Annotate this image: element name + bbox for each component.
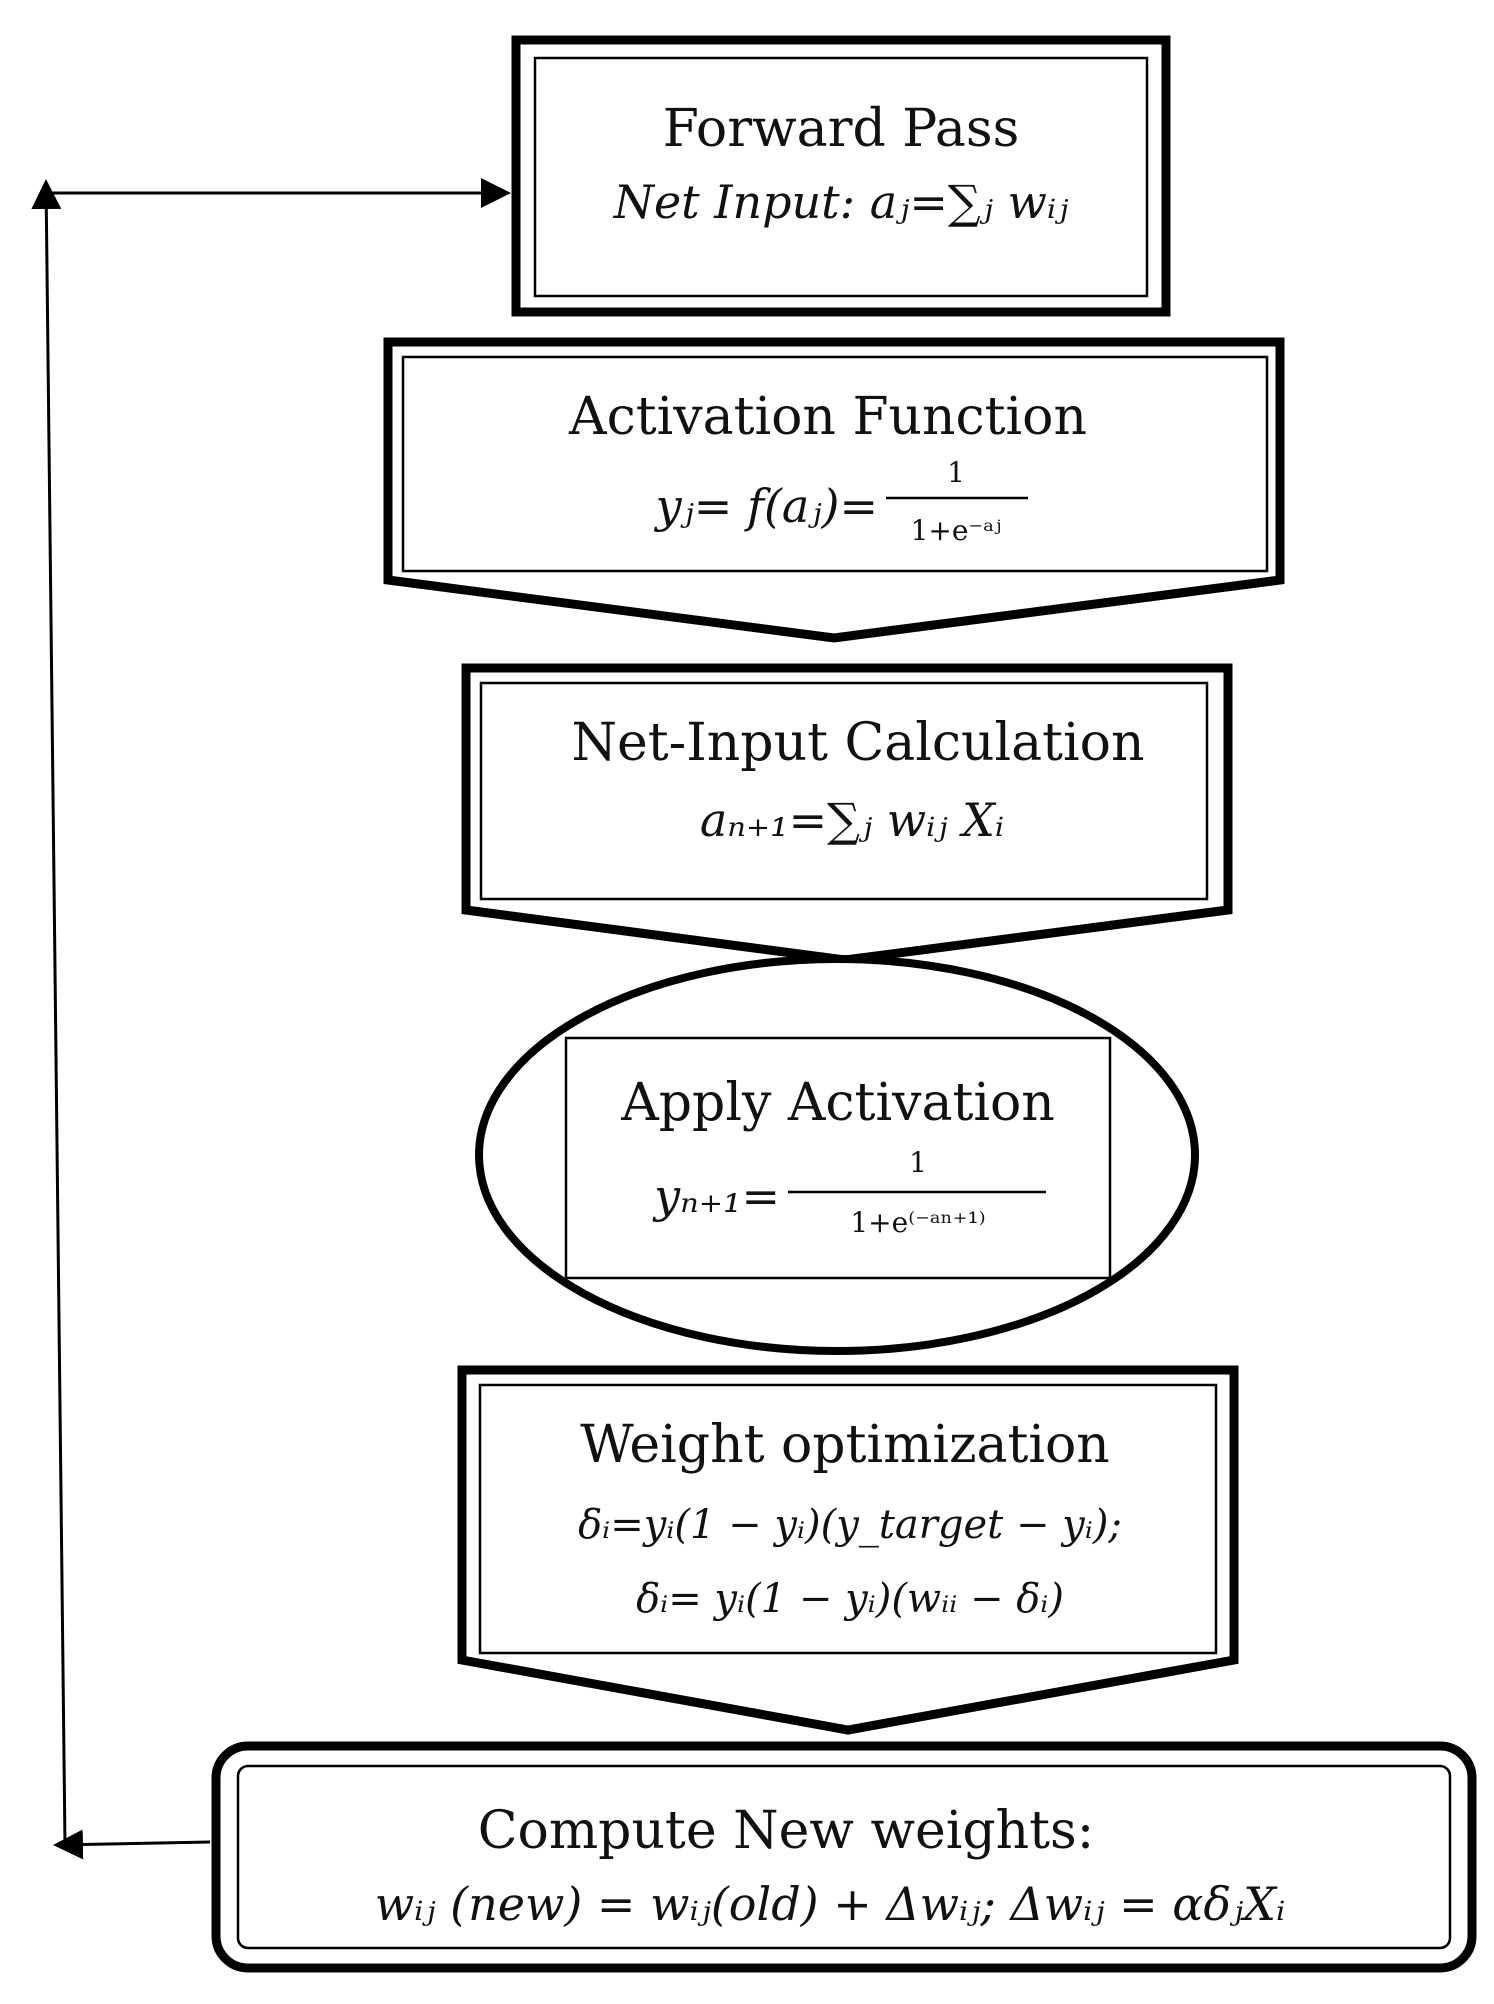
activation-function-box: Activation Function yⱼ= f(aⱼ)= 1 1+e⁻ᵃʲ [383,337,1285,643]
net-input-calculation-title: Net-Input Calculation [572,713,1145,773]
activation-function-title: Activation Function [568,387,1087,447]
activation-function-formula: yⱼ= f(aⱼ)= [654,479,878,533]
weight-optimization-box: Weight optimization δᵢ=yᵢ(1 − yᵢ)(y_targ… [457,1365,1239,1735]
forward-pass-title: Forward Pass [663,99,1020,159]
compute-new-weights-title: Compute New weights: [478,1801,1094,1861]
apply-activation-denominator: 1+e⁽⁻ᵃⁿ⁺¹⁾ [850,1206,985,1239]
compute-new-weights-box: Compute New weights: wᵢⱼ (new) = wᵢⱼ(old… [211,1741,1477,1973]
loop-bottom-connector [53,1829,211,1860]
apply-activation-formula: yₙ₊₁= [652,1169,780,1223]
weight-optimization-title: Weight optimization [580,1415,1110,1475]
forward-pass-box: Forward Pass Net Input: aⱼ=∑ⱼ wᵢⱼ [511,35,1171,317]
compute-new-weights-formula: wᵢⱼ (new) = wᵢⱼ(old) + Δwᵢⱼ; Δwᵢⱼ = αδⱼX… [375,1877,1285,1931]
activation-function-numerator: 1 [947,456,965,489]
weight-optimization-formula-2: δᵢ= yᵢ(1 − yᵢ)(wᵢᵢ − δᵢ) [636,1576,1064,1622]
activation-function-denominator: 1+e⁻ᵃʲ [911,514,1002,547]
weight-optimization-formula-1: δᵢ=yᵢ(1 − yᵢ)(y_target − yᵢ); [578,1502,1122,1548]
apply-activation-ellipse: Apply Activation yₙ₊₁= 1 1+e⁽⁻ᵃⁿ⁺¹⁾ [475,955,1199,1355]
net-input-calculation-formula: aₙ₊₁=∑ⱼ wᵢⱼ Xᵢ [700,793,1004,847]
forward-pass-formula: Net Input: aⱼ=∑ⱼ wᵢⱼ [613,175,1069,229]
feedback-loop [31,178,511,1860]
apply-activation-numerator: 1 [909,1146,927,1179]
apply-activation-title: Apply Activation [620,1073,1055,1133]
loop-vertical-line [31,179,67,1846]
net-input-calculation-box: Net-Input Calculation aₙ₊₁=∑ⱼ wᵢⱼ Xᵢ [461,663,1233,965]
